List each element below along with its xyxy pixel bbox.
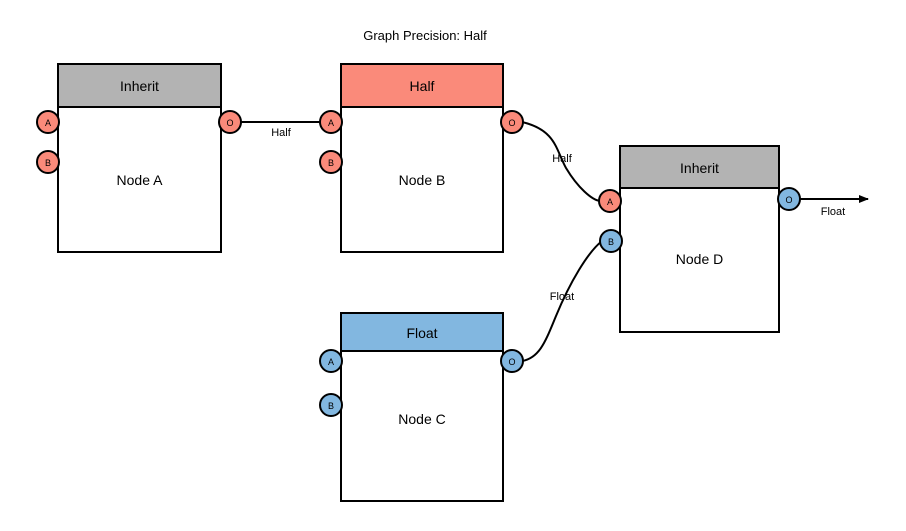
node-c-port-o-label: O — [508, 357, 515, 367]
node-c-port-o[interactable]: O — [500, 349, 524, 373]
node-d-header-label: Inherit — [680, 160, 719, 176]
node-a-header[interactable] — [57, 63, 222, 108]
node-c-port-b-label: B — [328, 401, 334, 411]
node-d-port-o[interactable]: O — [777, 187, 801, 211]
node-c-port-o-circle[interactable] — [500, 349, 524, 373]
node-b-port-o[interactable]: O — [500, 110, 524, 134]
edges-layer: Half Half Float Float — [240, 121, 869, 362]
node-c-title: Node C — [398, 411, 445, 427]
node-a-port-b-label: B — [45, 158, 51, 168]
node-a-title: Node A — [117, 172, 164, 188]
node-d-port-a[interactable]: A — [598, 189, 622, 213]
node-c-header-label: Float — [406, 325, 437, 341]
edge-b-to-d-path[interactable] — [521, 121, 601, 202]
node-d-port-a-label: A — [607, 197, 613, 207]
edge-c-to-d-path[interactable] — [521, 240, 603, 362]
node-d-port-b-circle[interactable] — [599, 229, 623, 253]
node-d-header[interactable] — [619, 145, 780, 189]
node-d[interactable]: Inherit Node D A B O — [598, 145, 801, 333]
node-c-port-a-label: A — [328, 357, 334, 367]
node-a-port-o[interactable]: O — [218, 110, 242, 134]
node-c-port-a[interactable]: A — [319, 349, 343, 373]
node-a-port-o-circle[interactable] — [218, 110, 242, 134]
edge-b-to-d[interactable]: Half — [521, 121, 601, 202]
edge-c-to-d-label: Float — [550, 291, 574, 303]
node-c-port-b[interactable]: B — [319, 393, 343, 417]
node-b-port-a[interactable]: A — [319, 110, 343, 134]
node-a-port-a[interactable]: A — [36, 110, 60, 134]
node-a-port-b[interactable]: B — [36, 150, 60, 174]
node-a-header-label: Inherit — [120, 78, 159, 94]
node-a[interactable]: Inherit Node A A B O — [36, 63, 242, 253]
node-b-port-b[interactable]: B — [319, 150, 343, 174]
edge-c-to-d[interactable]: Float — [521, 240, 603, 362]
node-d-port-a-circle[interactable] — [598, 189, 622, 213]
node-b[interactable]: Half Node B A B O — [319, 63, 524, 253]
edge-d-output-label: Float — [821, 206, 845, 218]
node-c-header[interactable] — [340, 312, 504, 352]
node-b-port-a-label: A — [328, 118, 334, 128]
node-c[interactable]: Float Node C A B O — [319, 312, 524, 502]
node-a-port-b-circle[interactable] — [36, 150, 60, 174]
edge-a-to-b[interactable]: Half — [240, 121, 322, 139]
node-d-title: Node D — [676, 251, 723, 267]
node-d-port-o-label: O — [785, 195, 792, 205]
node-c-port-b-circle[interactable] — [319, 393, 343, 417]
node-b-port-o-label: O — [508, 118, 515, 128]
node-a-port-a-label: A — [45, 118, 51, 128]
node-b-port-o-circle[interactable] — [500, 110, 524, 134]
node-d-port-b[interactable]: B — [599, 229, 623, 253]
edge-a-to-b-label: Half — [271, 127, 292, 139]
node-b-port-a-circle[interactable] — [319, 110, 343, 134]
edge-d-output[interactable]: Float — [800, 195, 869, 218]
node-b-port-b-circle[interactable] — [319, 150, 343, 174]
node-b-port-b-label: B — [328, 158, 334, 168]
node-d-port-b-label: B — [608, 237, 614, 247]
page-title: Graph Precision: Half — [363, 28, 487, 43]
node-b-header[interactable] — [340, 63, 504, 108]
node-d-port-o-circle[interactable] — [777, 187, 801, 211]
node-a-port-o-label: O — [226, 118, 233, 128]
node-c-port-a-circle[interactable] — [319, 349, 343, 373]
node-a-port-a-circle[interactable] — [36, 110, 60, 134]
node-b-header-label: Half — [410, 78, 435, 94]
edge-b-to-d-label: Half — [552, 153, 573, 165]
node-b-title: Node B — [399, 172, 446, 188]
